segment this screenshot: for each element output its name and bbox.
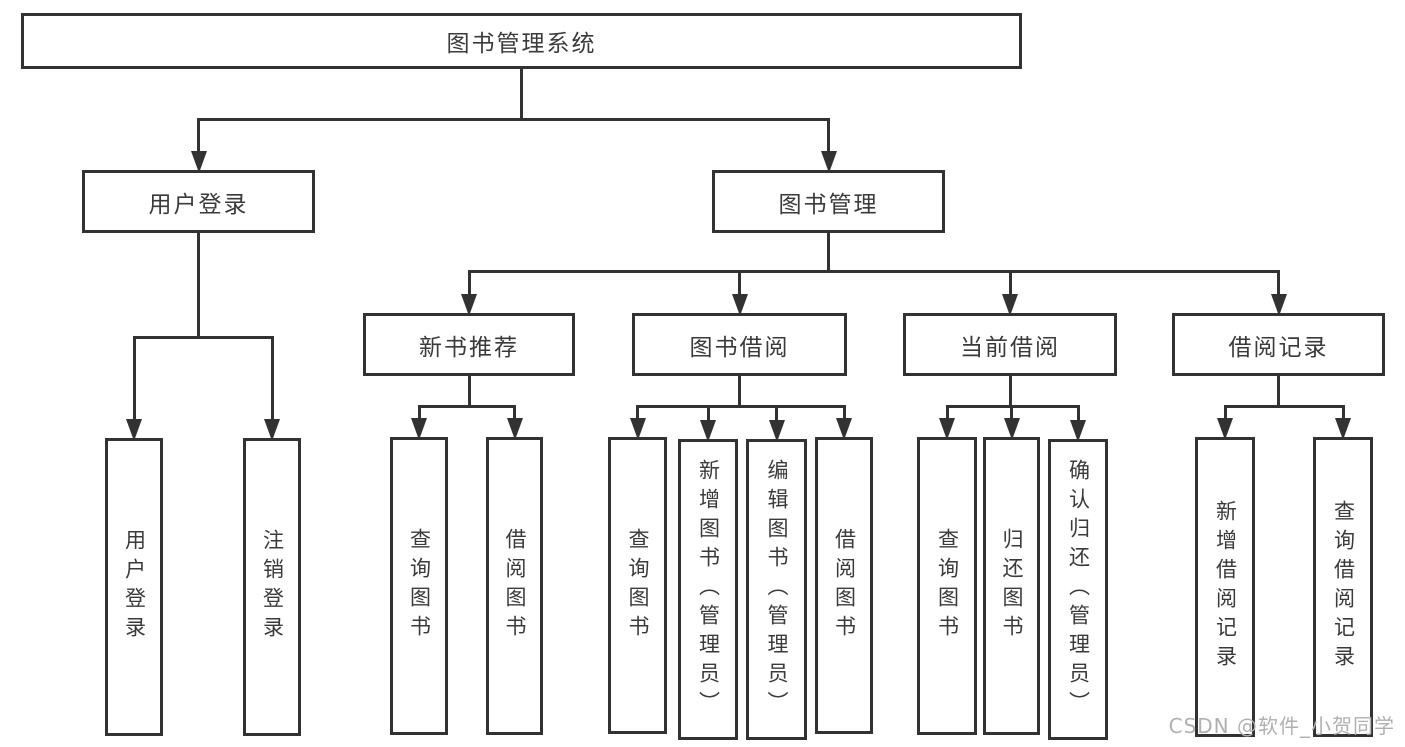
node-label: 查询图书 <box>407 528 432 644</box>
connector-line <box>132 336 136 422</box>
connector-line <box>197 233 200 339</box>
node-label: 查询图书 <box>935 528 960 644</box>
arrow-down-icon <box>1270 294 1287 316</box>
arrow-down-icon <box>461 294 477 316</box>
node-label: 新书推荐 <box>419 334 519 361</box>
arrow-down-icon <box>1003 418 1020 440</box>
arrow-down-icon <box>506 418 523 440</box>
node-new-book-recommend: 新书推荐 <box>363 313 575 376</box>
connector-line <box>1277 270 1280 297</box>
node-label: 确认归还（管理员） <box>1066 459 1091 720</box>
connector-line <box>706 405 710 423</box>
node-book-management: 图书管理 <box>712 170 945 233</box>
connector-line <box>1223 405 1345 408</box>
node-cb-confirm-return-admin: 确认归还（管理员） <box>1048 439 1108 740</box>
node-user-login-module: 用户登录 <box>82 170 315 233</box>
arrow-down-icon <box>411 418 427 440</box>
node-bb-add-books-admin: 新增图书（管理员） <box>678 439 738 740</box>
arrow-down-icon <box>264 419 280 441</box>
connector-line <box>270 336 274 422</box>
connector-line <box>738 270 741 297</box>
node-cb-query-books: 查询图书 <box>917 437 977 735</box>
node-bb-edit-books-admin: 编辑图书（管理员） <box>746 439 807 740</box>
connector-line <box>513 405 516 421</box>
node-label: 当前借阅 <box>960 334 1060 361</box>
node-current-borrowing: 当前借阅 <box>903 313 1117 376</box>
node-logout: 注销登录 <box>243 438 301 736</box>
node-label: 借阅图书 <box>832 527 857 644</box>
connector-line <box>1010 405 1013 421</box>
connector-line <box>842 405 846 421</box>
node-label: 查询借阅记录 <box>1331 500 1356 674</box>
connector-line <box>467 270 471 297</box>
node-label: 用户登录 <box>148 191 249 218</box>
connector-line <box>1341 405 1345 421</box>
connector-line <box>1008 270 1012 297</box>
arrow-down-icon <box>768 420 785 442</box>
connector-line <box>417 405 421 421</box>
arrow-down-icon <box>939 418 955 440</box>
connector-line <box>197 118 200 154</box>
arrow-down-icon <box>820 151 837 173</box>
arrow-down-icon <box>190 151 207 173</box>
node-cb-return-books: 归还图书 <box>983 437 1040 735</box>
arrow-down-icon <box>126 419 142 441</box>
node-label: 图书管理 <box>778 191 879 218</box>
connector-line <box>132 336 274 339</box>
arrow-down-icon <box>836 418 852 440</box>
node-label: 图书管理系统 <box>446 31 597 57</box>
connector-line <box>636 405 639 421</box>
node-bb-borrow-books: 借阅图书 <box>815 437 873 734</box>
connector-line <box>520 69 523 121</box>
arrow-down-icon <box>1335 418 1351 440</box>
node-label: 图书借阅 <box>689 334 790 361</box>
node-label: 注销登录 <box>260 529 285 645</box>
connector-line <box>827 118 830 154</box>
node-label: 新增图书（管理员） <box>696 459 721 720</box>
node-br-query-record: 查询借阅记录 <box>1313 437 1373 737</box>
node-book-borrowing: 图书借阅 <box>632 313 847 376</box>
connector-line <box>775 405 778 423</box>
node-borrowing-records: 借阅记录 <box>1172 313 1385 376</box>
connector-line <box>1008 376 1012 408</box>
arrow-down-icon <box>1070 420 1086 442</box>
node-label: 用户登录 <box>122 529 147 645</box>
node-label: 借阅记录 <box>1228 334 1329 361</box>
node-nb-borrow-books: 借阅图书 <box>486 437 543 735</box>
connector-line <box>417 405 516 408</box>
node-bb-query-books: 查询图书 <box>608 437 667 734</box>
arrow-down-icon <box>731 294 748 316</box>
connector-line <box>1277 376 1280 408</box>
connector-line <box>1223 405 1227 421</box>
connector-line <box>1076 405 1080 423</box>
node-label: 归还图书 <box>1000 528 1024 644</box>
node-label: 编辑图书（管理员） <box>765 459 789 720</box>
arrow-down-icon <box>1002 294 1018 316</box>
node-user-login: 用户登录 <box>105 438 163 736</box>
node-library-system: 图书管理系统 <box>21 13 1022 69</box>
arrow-down-icon <box>629 418 646 440</box>
node-br-add-record: 新增借阅记录 <box>1195 437 1255 737</box>
arrow-down-icon <box>1217 418 1233 440</box>
node-label: 借阅图书 <box>503 528 527 644</box>
connector-line <box>945 405 949 421</box>
node-nb-query-books: 查询图书 <box>390 437 448 735</box>
node-label: 查询图书 <box>626 527 650 644</box>
connector-line <box>467 270 1280 273</box>
arrow-down-icon <box>700 420 716 442</box>
connector-line <box>197 118 830 121</box>
connector-line <box>636 405 846 408</box>
node-label: 新增借阅记录 <box>1213 500 1238 674</box>
connector-line <box>738 376 741 408</box>
watermark: CSDN @软件_小贺同学 <box>1168 714 1395 738</box>
connector-line <box>467 376 471 408</box>
connector-line <box>827 233 830 273</box>
